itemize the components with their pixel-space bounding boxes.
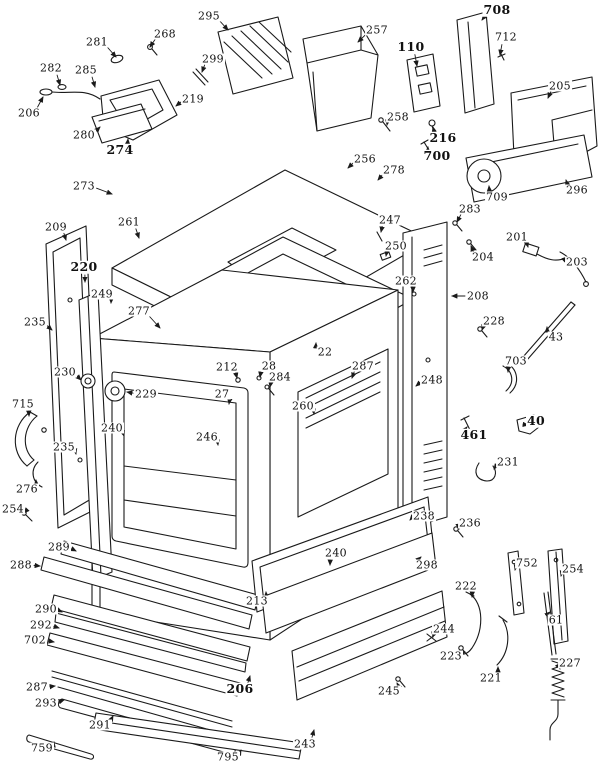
rod-759 [26,734,95,760]
leader-line-277-36 [148,315,161,329]
leader-line-461-52 [461,426,468,433]
leader-line-293-76 [58,699,65,705]
leader-line-212-42 [233,372,239,379]
leader-line-227-80 [554,662,561,670]
leader-line-230-41 [75,374,82,381]
leader-line-203-29 [561,256,568,263]
bracket-110 [406,53,441,113]
leader-line-296-22 [564,179,571,186]
leader-line-290-69 [55,607,63,613]
vent-grille-295 [217,16,294,95]
leader-line-250-31 [384,250,390,257]
screw-245-icon [395,676,406,688]
rear-panel-708 [456,11,495,114]
screw-254-icon [21,510,33,522]
leader-line-292-70 [53,623,60,629]
thermostat-assembly-274 [91,79,178,144]
leader-line-245-78 [396,682,402,690]
leader-line-281-0 [106,46,117,58]
leader-line-268-1 [149,38,156,48]
blower-709 [466,158,502,194]
leader-line-295-2 [219,20,229,31]
leader-line-206-77 [245,675,251,684]
screw-204-icon [466,239,477,251]
bracket-231 [475,462,496,482]
leader-line-298-63 [415,556,422,563]
leader-line-61-74 [544,611,551,618]
leader-line-280-13 [94,126,101,133]
leader-line-27-48 [227,398,233,405]
leader-line-299-9 [201,64,207,73]
lever-221 [496,615,509,666]
leader-line-282-7 [55,74,62,86]
leader-line-288-62 [33,562,41,569]
duct-257 [302,25,379,132]
sensor-201 [522,242,567,261]
leader-line-235-35 [46,324,53,331]
leader-line-261-24 [134,228,140,239]
leader-line-287-45 [351,371,357,379]
bolt-461-icon [460,415,471,431]
leader-line-284-44 [268,381,274,388]
leader-line-205-10 [547,91,553,99]
leader-line-258-15 [385,119,391,126]
panel-243 [291,590,448,701]
leader-line-229-47 [126,390,134,396]
rod-43 [522,301,576,361]
leader-line-289-61 [69,546,77,552]
leader-line-285-8 [90,76,97,88]
lever-222 [457,591,482,655]
bracket-40 [516,414,540,435]
leader-line-247-25 [379,225,385,233]
leader-line-273-20 [96,187,113,195]
hook-276-icon [32,461,43,488]
screw-236-icon [453,526,464,538]
leader-line-28-43 [258,371,264,378]
leader-line-248-46 [415,380,422,387]
leader-line-238-59 [409,514,416,521]
leader-line-110-6 [413,54,419,67]
leader-line-243-82 [309,729,316,738]
bracket-254b [547,548,569,645]
leader-line-287-75 [49,683,56,690]
wire-203 [559,251,589,287]
leader-line-204-27 [470,245,476,253]
screw-258-icon [378,117,391,132]
screw-712-icon [497,51,506,61]
leader-line-231-55 [493,463,500,470]
leader-line-257-3 [357,33,367,43]
bolt-700-icon [420,139,431,153]
drawer-rails [40,540,259,736]
leader-line-283-26 [456,214,462,223]
spring-227 [549,658,566,741]
screw-268-icon [147,44,158,56]
leader-line-254-58 [23,507,30,514]
leader-line-216-16 [431,126,437,133]
bracket-703 [502,363,518,394]
trim-795 [92,712,303,760]
clip-281-icon [110,54,124,64]
leader-line-256-18 [347,162,354,169]
right-frame-rail-248 [402,221,448,531]
leader-line-219-12 [175,100,182,107]
leader-line-702-71 [47,638,55,644]
leader-line-244-72 [431,631,437,638]
screw-283-icon [452,220,463,232]
leader-line-206-11 [37,96,44,108]
leader-line-260-50 [310,408,316,415]
leader-line-278-19 [377,173,384,181]
leader-line-712-5 [498,44,504,56]
capillary-wire-285 [39,84,101,100]
leader-line-209-23 [61,232,67,241]
leader-line-246-54 [214,439,220,446]
leader-line-201-28 [523,241,530,248]
pin-299-icon [192,68,209,86]
bracket-715 [14,411,47,467]
bracket-752 [507,550,525,616]
